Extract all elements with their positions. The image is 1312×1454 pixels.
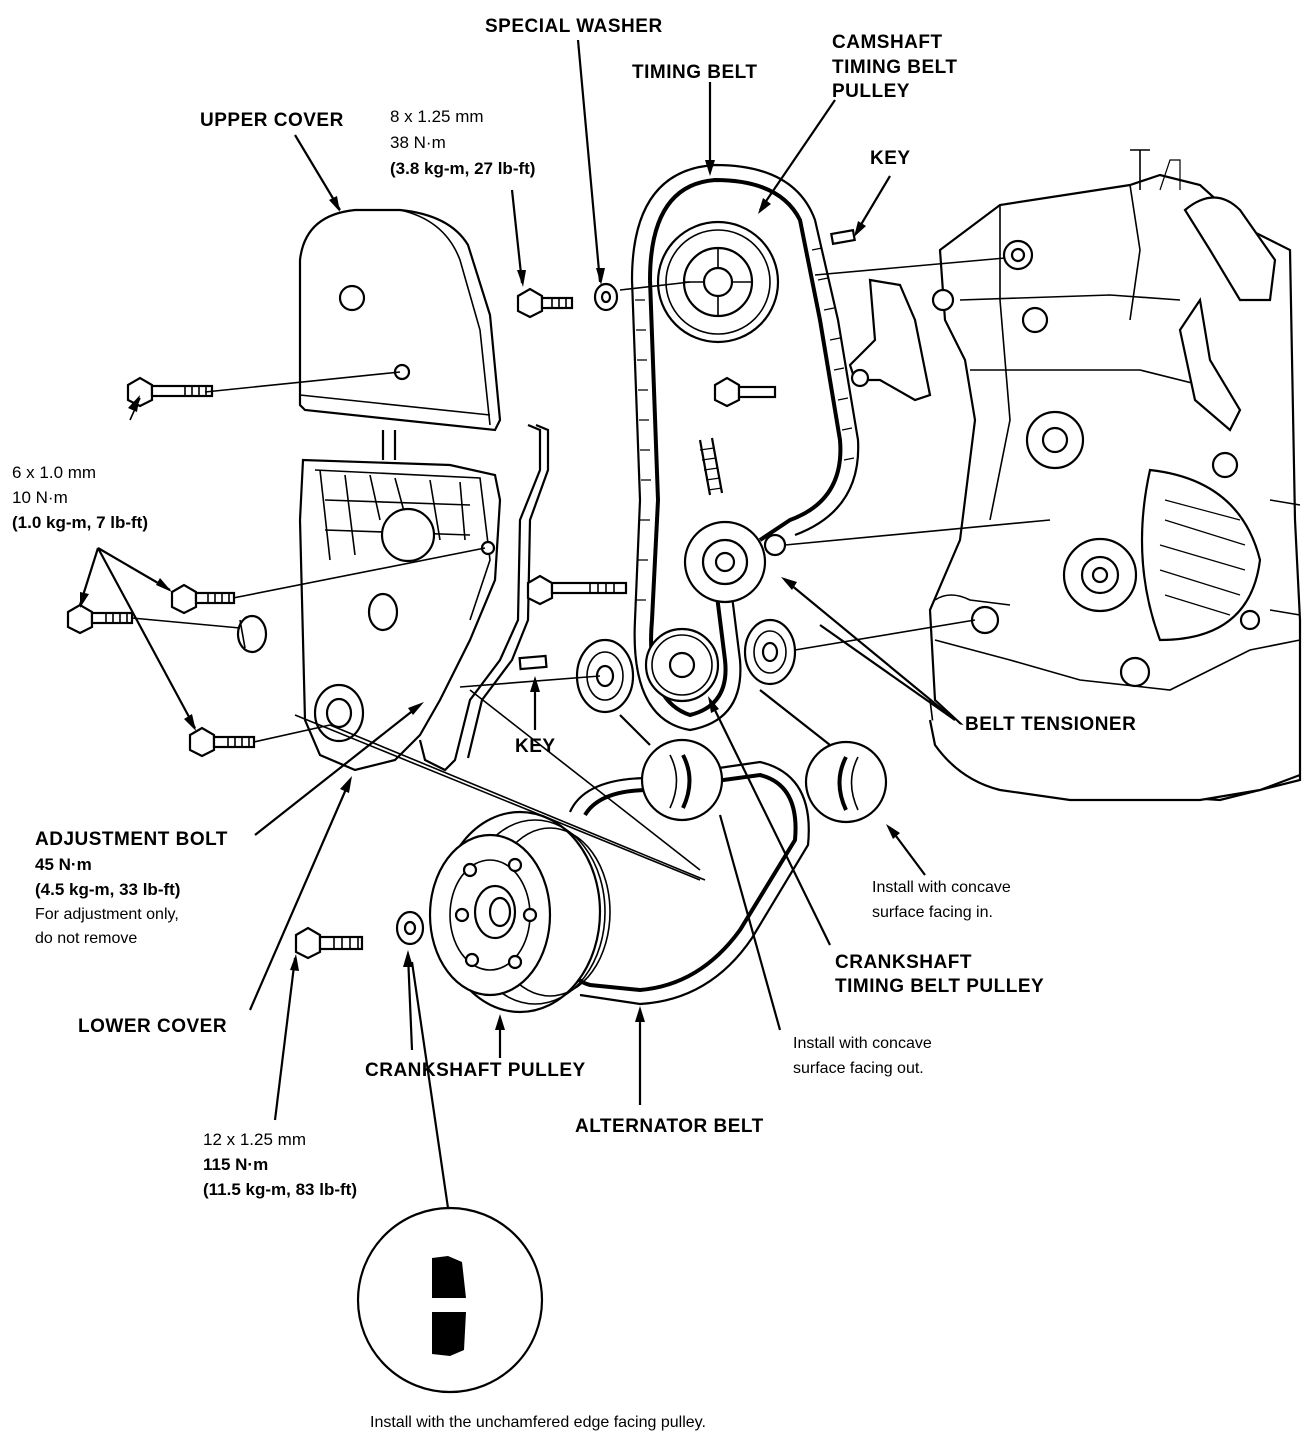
detail-circle-unchamfered [356,1206,544,1394]
spec-cover-bolt-torque: 10 N·m [12,488,68,507]
alternator-belt-part [568,760,810,1006]
callout-leaders [78,39,1051,1210]
cover-plug [236,614,268,654]
part-labels: SPECIAL WASHER CAMSHAFT TIMING BELT PULL… [35,16,1136,1137]
label-timing-belt: TIMING BELT [632,62,757,83]
label-crankshaft-timing-pulley-1: CRANKSHAFT [835,952,972,973]
label-key-bottom: KEY [515,736,556,757]
spec-cam-bolt-torque: 38 N·m [390,133,446,152]
spec-cam-bolt-alt: (3.8 kg-m, 27 lb-ft) [390,159,535,178]
crankshaft-timing-belt-pulley-part [575,618,797,714]
cover-bolts [66,376,628,758]
label-key-top: KEY [870,148,911,169]
note-concave-in-2: surface facing in. [872,904,993,921]
spec-adjustment-bolt-torque: 45 N·m [35,855,92,874]
label-camshaft-pulley-1: CAMSHAFT [832,32,943,53]
note-unchamfered: Install with the unchamfered edge facing… [370,1414,706,1431]
detail-circle-concave-out [640,738,724,822]
spec-crank-bolt-alt: (11.5 kg-m, 83 lb-ft) [203,1180,357,1199]
crankshaft-bolt-and-washer [294,910,425,960]
label-camshaft-pulley-2: TIMING BELT [832,57,957,78]
label-crankshaft-pulley: CRANKSHAFT PULLEY [365,1060,586,1081]
label-upper-cover: UPPER COVER [200,110,344,131]
cover-gasket [418,423,550,772]
note-concave-out-2: surface facing out. [793,1060,924,1077]
label-alternator-belt: ALTERNATOR BELT [575,1116,764,1137]
spec-crank-bolt-size: 12 x 1.25 mm [203,1130,306,1149]
lower-cover [298,430,502,772]
crankshaft-pulley-part [428,810,611,1014]
spec-cover-bolt-size: 6 x 1.0 mm [12,463,96,482]
spec-adjustment-note-1: For adjustment only, [35,906,179,923]
label-belt-tensioner: BELT TENSIONER [965,714,1136,735]
spec-adjustment-bolt-alt: (4.5 kg-m, 33 lb-ft) [35,880,180,899]
camshaft-timing-belt-pulley-part [656,220,780,344]
install-notes: Install with concave surface facing in. … [370,879,1011,1431]
label-crankshaft-timing-pulley-2: TIMING BELT PULLEY [835,976,1044,997]
key-crank-part [518,654,548,671]
label-adjustment-bolt: ADJUSTMENT BOLT [35,829,228,850]
note-concave-in-1: Install with concave [872,879,1011,896]
label-camshaft-pulley-3: PULLEY [832,81,910,102]
belt-tensioner-part [683,376,787,604]
detail-circle-concave-in [804,740,888,824]
spec-crank-bolt-torque: 115 N·m [203,1155,268,1174]
engine-block [848,149,1302,802]
note-concave-out-1: Install with concave [793,1035,932,1052]
cam-bolt-and-special-washer [516,282,619,319]
spec-cam-bolt-size: 8 x 1.25 mm [390,107,484,126]
label-special-washer: SPECIAL WASHER [485,16,663,37]
spec-adjustment-note-2: do not remove [35,930,137,947]
key-cam-part [830,228,856,246]
spec-cover-bolt-alt: (1.0 kg-m, 7 lb-ft) [12,513,148,532]
upper-cover [298,208,502,432]
label-lower-cover: LOWER COVER [78,1016,227,1037]
torque-specs: 8 x 1.25 mm 38 N·m (3.8 kg-m, 27 lb-ft) … [12,107,535,1199]
